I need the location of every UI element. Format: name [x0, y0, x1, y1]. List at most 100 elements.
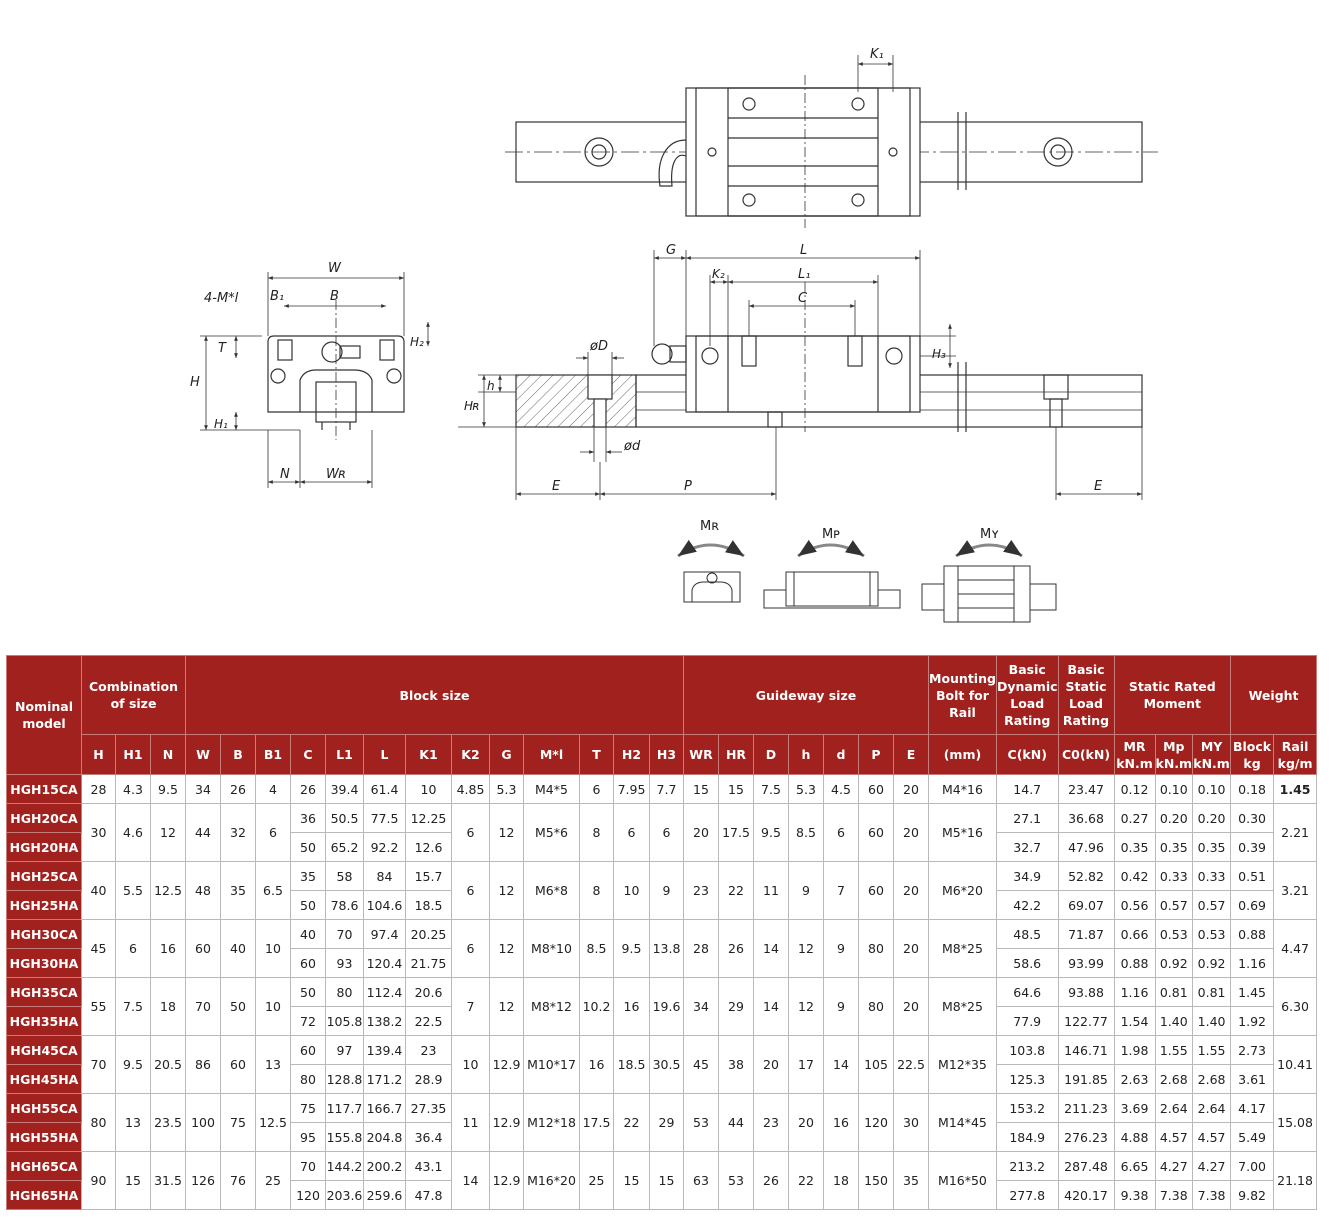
cell-ml: M4*5 — [523, 774, 580, 804]
dim-H: H — [190, 375, 200, 390]
cell-l: 259.6 — [363, 1180, 406, 1210]
cell-mp: 0.20 — [1154, 803, 1194, 833]
cell-l: 97.4 — [363, 919, 406, 949]
cell-my: 1.40 — [1192, 1006, 1232, 1036]
cell-w: 60 — [185, 919, 221, 978]
cell-h1: 15 — [115, 1151, 151, 1210]
cell-c0: 93.88 — [1057, 977, 1115, 1007]
cell-k2: 6 — [451, 919, 490, 978]
cell-mp: 0.35 — [1154, 832, 1194, 862]
cell-ck: 277.8 — [995, 1180, 1059, 1210]
cell-b1: 6 — [255, 803, 291, 862]
cell-d: 7.5 — [753, 774, 789, 804]
cell-c0: 191.85 — [1057, 1064, 1115, 1094]
cell-mr: 0.42 — [1113, 861, 1156, 891]
cell-t: 25 — [579, 1151, 614, 1210]
cell-e: 30 — [893, 1093, 929, 1152]
dim-d: ød — [623, 439, 641, 454]
cell-h2: 10 — [613, 861, 650, 920]
cell-hr: 22 — [718, 861, 754, 920]
column-header-c0kn: C0(kN) — [1057, 734, 1115, 775]
dim-G: G — [666, 243, 676, 258]
cell-g: 12.9 — [489, 1035, 524, 1094]
cell-d: 14 — [753, 919, 789, 978]
dim-WR: Wʀ — [326, 467, 347, 482]
cell-g: 5.3 — [489, 774, 524, 804]
cell-ck: 42.2 — [995, 890, 1059, 920]
cell-n: 23.5 — [150, 1093, 186, 1152]
cell-e: 20 — [893, 919, 929, 978]
cell-n: 18 — [150, 977, 186, 1036]
cell-ck: 77.9 — [995, 1006, 1059, 1036]
cell-k1: 22.5 — [405, 1006, 452, 1036]
cell-ck: 27.1 — [995, 803, 1059, 833]
cell-ck: 153.2 — [995, 1093, 1059, 1123]
column-header-d: d — [823, 734, 859, 775]
cell-ck: 64.6 — [995, 977, 1059, 1007]
cell-g: 12 — [489, 919, 524, 978]
cell-d: 4.5 — [823, 774, 859, 804]
cell-h1: 5.5 — [115, 861, 151, 920]
cell-h3: 7.7 — [649, 774, 684, 804]
cell-wr: 34 — [683, 977, 719, 1036]
cell-ck: 213.2 — [995, 1151, 1059, 1181]
column-header-k1: K1 — [405, 734, 452, 775]
section-hatching — [515, 374, 637, 428]
cell-h: 5.3 — [788, 774, 824, 804]
cell-l: 139.4 — [363, 1035, 406, 1065]
cell-b1: 13 — [255, 1035, 291, 1094]
cell-h2: 15 — [613, 1151, 650, 1210]
cell-ml: M8*12 — [523, 977, 580, 1036]
cell-d: 16 — [823, 1093, 859, 1152]
cell-h: 9 — [788, 861, 824, 920]
dim-h: h — [487, 379, 495, 393]
cell-l: 104.6 — [363, 890, 406, 920]
cell-d: 9 — [823, 919, 859, 978]
cell-t: 8.5 — [579, 919, 614, 978]
cell-l: 138.2 — [363, 1006, 406, 1036]
cell-l: 171.2 — [363, 1064, 406, 1094]
cell-b: 60 — [220, 1035, 256, 1094]
cell-b1: 10 — [255, 977, 291, 1036]
cell-ml: M12*18 — [523, 1093, 580, 1152]
cell-c0: 36.68 — [1057, 803, 1115, 833]
cell-d: 9.5 — [753, 803, 789, 862]
cell-rail-weight: 6.30 — [1273, 977, 1318, 1036]
cell-h3: 15 — [649, 1151, 684, 1210]
column-header-g: G — [489, 734, 524, 775]
model-name-cell: HGH35HA — [6, 1006, 82, 1036]
cell-c: 75 — [290, 1093, 326, 1123]
cell-wr: 23 — [683, 861, 719, 920]
cell-h3: 6 — [649, 803, 684, 862]
cell-c0: 122.77 — [1057, 1006, 1115, 1036]
cell-my: 0.35 — [1192, 832, 1232, 862]
cell-l1: 65.2 — [325, 832, 364, 862]
cell-h1: 4.6 — [115, 803, 151, 862]
cell-k1: 12.6 — [405, 832, 452, 862]
cell-p: 105 — [858, 1035, 894, 1094]
cell-mp: 4.27 — [1154, 1151, 1194, 1181]
cell-h1: 13 — [115, 1093, 151, 1152]
cell-n: 9.5 — [150, 774, 186, 804]
cell-mp: 0.81 — [1154, 977, 1194, 1007]
column-header-mp: Mp kN.m — [1154, 734, 1194, 775]
cell-block-weight: 1.45 — [1230, 977, 1275, 1007]
technical-drawing: K₁ W B₁ B 4-M*l T H H₁ H₂ N Wʀ — [190, 47, 1158, 623]
cell-k1: 23 — [405, 1035, 452, 1065]
cell-ck: 32.7 — [995, 832, 1059, 862]
cell-k1: 20.25 — [405, 919, 452, 949]
cell-k2: 6 — [451, 803, 490, 862]
cell-hr: 26 — [718, 919, 754, 978]
column-header-h: H — [81, 734, 116, 775]
cell-b1: 10 — [255, 919, 291, 978]
cell-my: 7.38 — [1192, 1180, 1232, 1210]
cell-b1: 6.5 — [255, 861, 291, 920]
cell-w: 48 — [185, 861, 221, 920]
cell-e: 20 — [893, 977, 929, 1036]
cell-block-weight: 3.61 — [1230, 1064, 1275, 1094]
cell-g: 12.9 — [489, 1093, 524, 1152]
cell-h: 8.5 — [788, 803, 824, 862]
